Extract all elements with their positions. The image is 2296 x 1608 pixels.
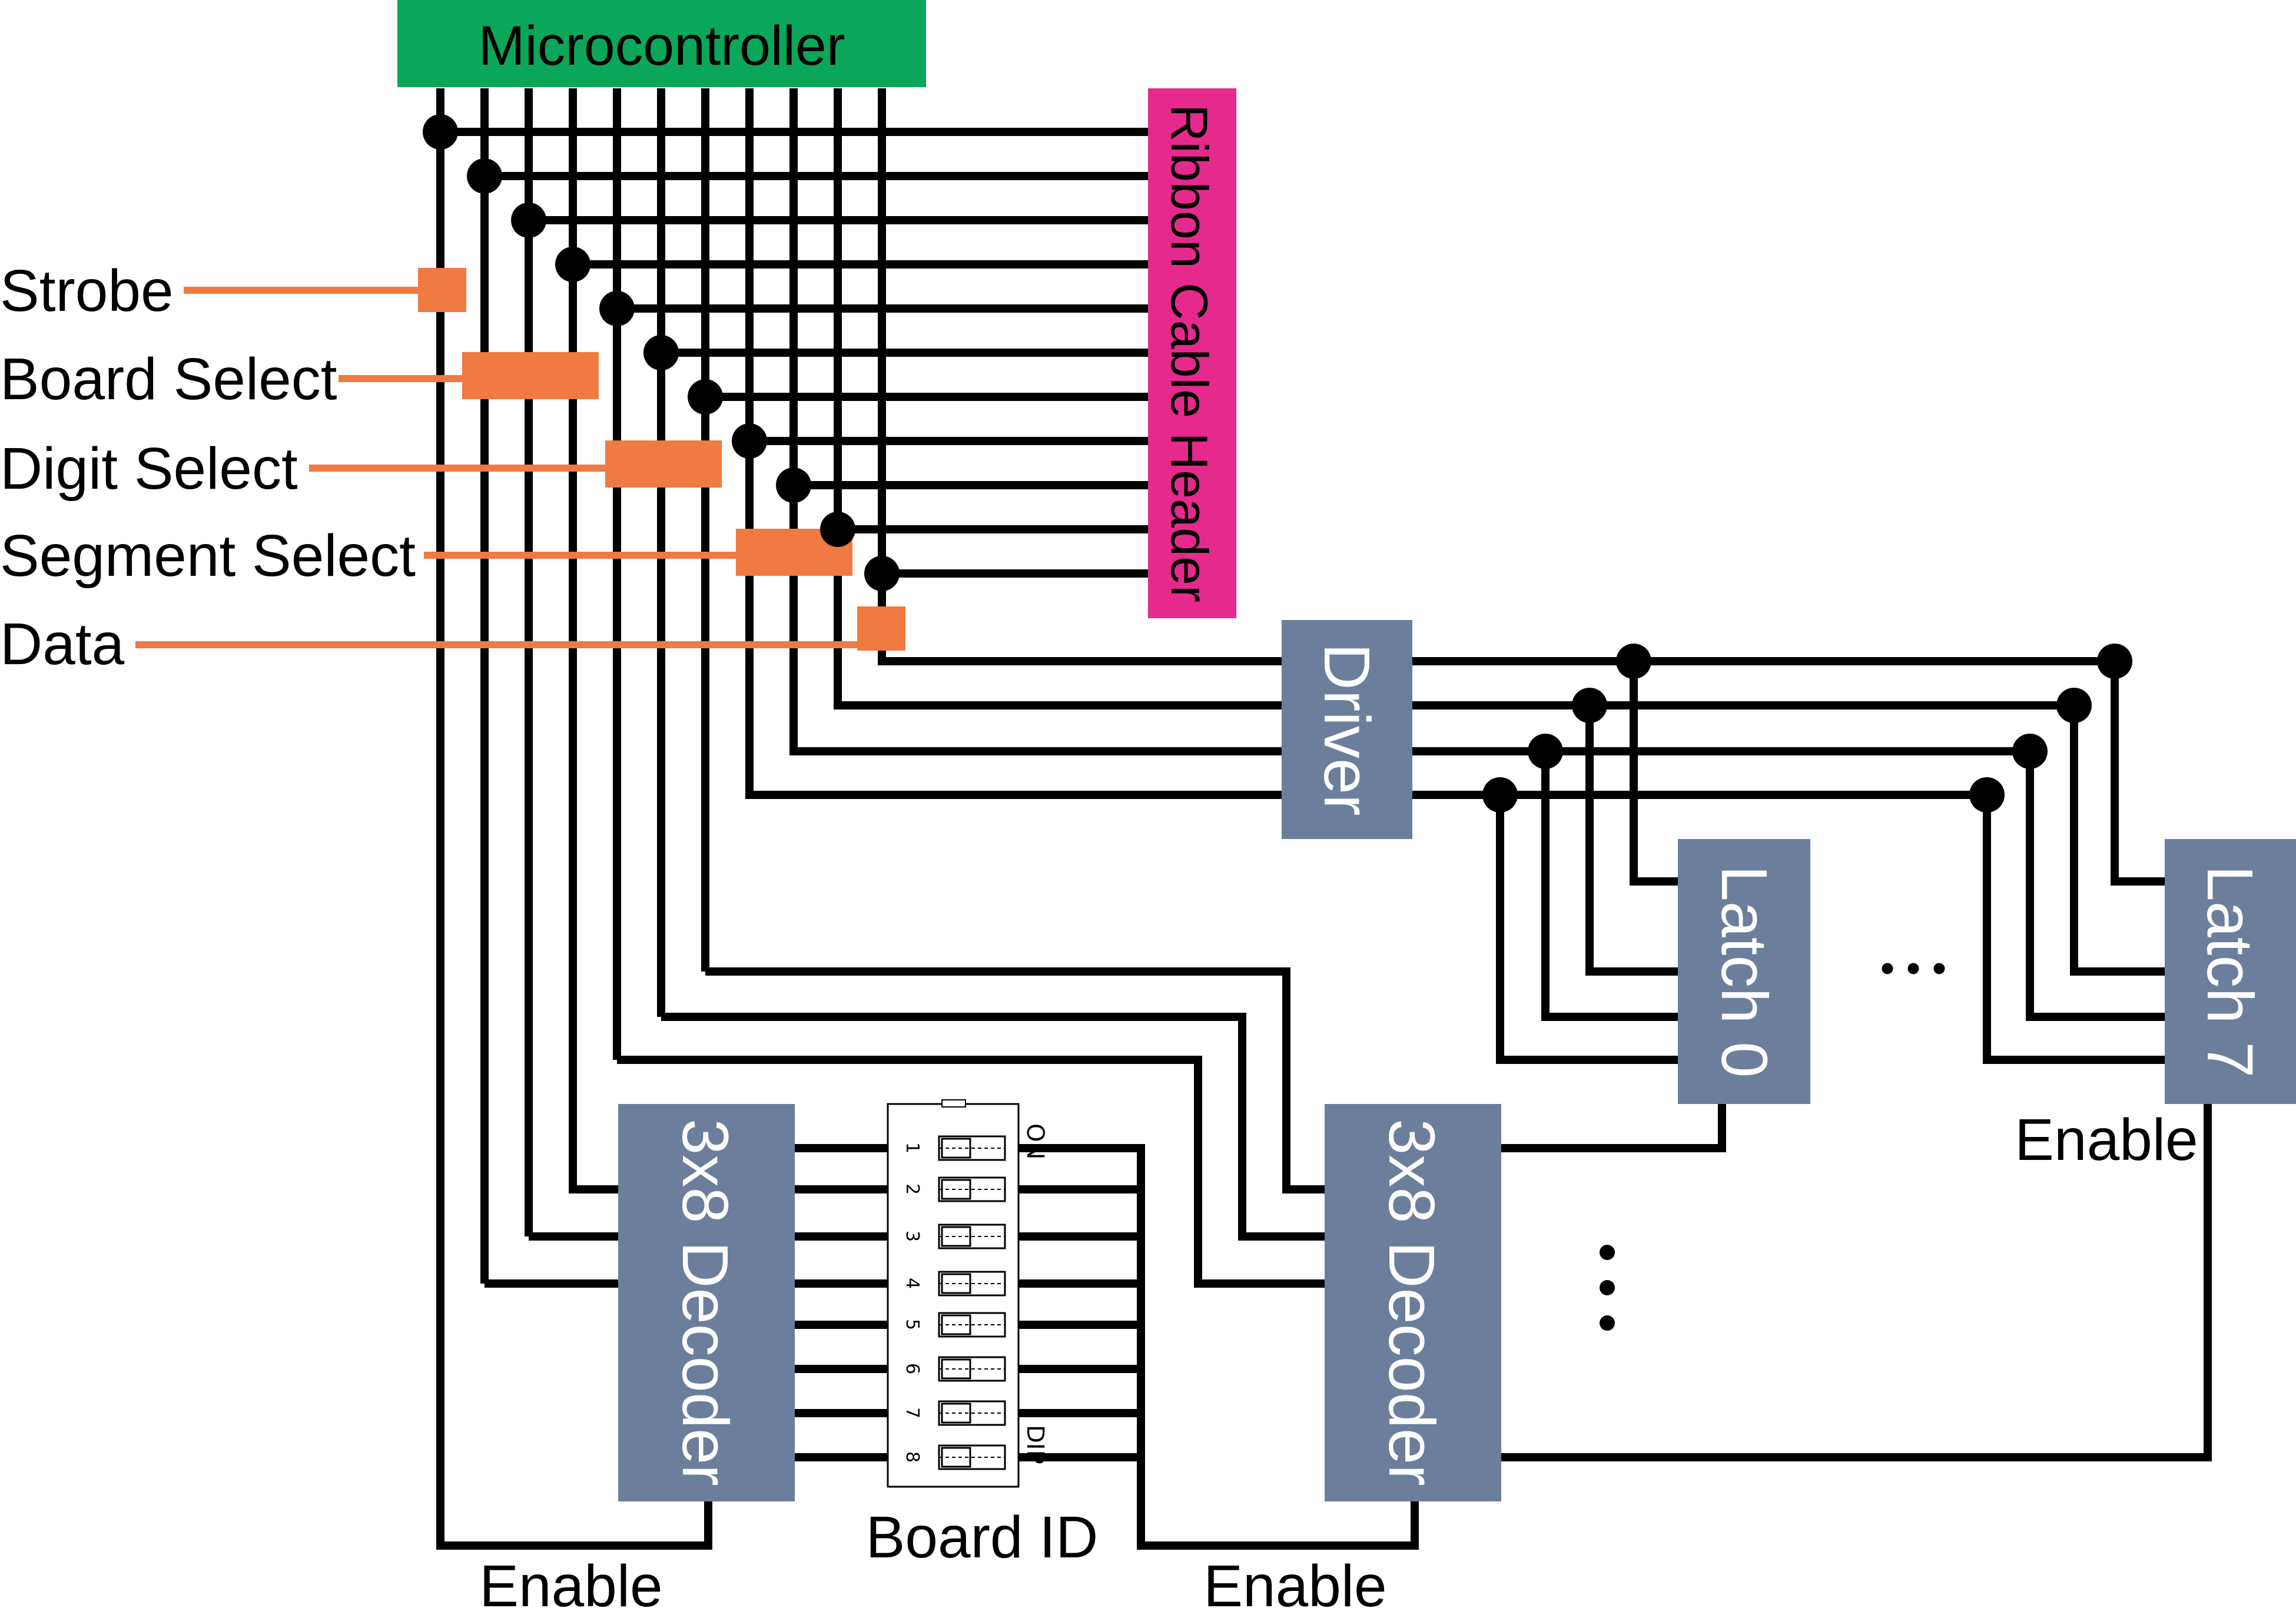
microcontroller-block: Microcontroller — [397, 0, 926, 87]
dip-number: 2 — [902, 1183, 923, 1195]
dip-switch-5: 5 — [902, 1312, 1006, 1338]
latch-0-block: Latch 0 — [1678, 839, 1810, 1104]
ribbon-cable-header: Ribbon Cable Header — [1148, 88, 1236, 618]
dip-number: 8 — [902, 1451, 923, 1463]
dip-number: 5 — [902, 1319, 923, 1330]
signal-label-digit-select: Digit Select — [0, 436, 298, 502]
dip-switch-7: 7 — [902, 1400, 1006, 1426]
decoder-ellipsis — [1600, 1245, 1615, 1331]
dip-switch-6: 6 — [902, 1356, 1006, 1382]
dip-number: 6 — [902, 1363, 923, 1374]
dip-switch-1: 1 — [902, 1135, 1006, 1161]
driver-label: Driver — [1310, 643, 1383, 815]
ribbon-cable-header-label: Ribbon Cable Header — [1160, 104, 1219, 602]
dip-dip-label: DIP — [1021, 1425, 1049, 1464]
latch-ellipsis: • • • — [1880, 945, 1946, 991]
dip-switch-2: 2 — [902, 1176, 1006, 1202]
signal-markers — [135, 268, 905, 651]
dip-number: 4 — [902, 1278, 923, 1289]
signal-label-strobe: Strobe — [0, 258, 174, 324]
signal-label-data: Data — [0, 611, 125, 677]
signal-label-board-select: Board Select — [0, 346, 337, 412]
driver-block: Driver — [1282, 620, 1412, 839]
dip-switch-4: 4 — [902, 1271, 1006, 1297]
board-id-label: Board ID — [866, 1504, 1099, 1570]
decoder-1-block: 3x8 Decoder — [618, 1104, 795, 1501]
latch-7-block: Latch 7 — [2165, 839, 2296, 1104]
dip-switch-8: 8 — [902, 1444, 1006, 1470]
signal-label-segment-select: Segment Select — [0, 523, 416, 589]
decoder-2-label: 3x8 Decoder — [1375, 1119, 1448, 1486]
decoder-2-block: 3x8 Decoder — [1325, 1104, 1501, 1501]
enable-label-decoder-2: Enable — [1203, 1553, 1386, 1608]
junction-dots — [423, 114, 2132, 813]
enable-label-latch-7: Enable — [2015, 1107, 2198, 1173]
enable-label-decoder-1: Enable — [479, 1553, 662, 1608]
dip-switch-3: 3 — [902, 1224, 1006, 1249]
decoder-1-label: 3x8 Decoder — [669, 1119, 741, 1486]
latch-0-label: Latch 0 — [1708, 866, 1780, 1078]
dip-number: 3 — [902, 1231, 923, 1242]
dip-switch: 1 2 3 4 5 6 7 8 ON DIP — [887, 1099, 1049, 1488]
microcontroller-label: Microcontroller — [479, 15, 845, 77]
latch-7-label: Latch 7 — [2194, 866, 2266, 1078]
dip-number: 7 — [902, 1407, 923, 1418]
bus-wires — [436, 88, 2212, 1550]
dip-number: 1 — [902, 1142, 923, 1153]
dip-on-label: ON — [1021, 1123, 1049, 1159]
